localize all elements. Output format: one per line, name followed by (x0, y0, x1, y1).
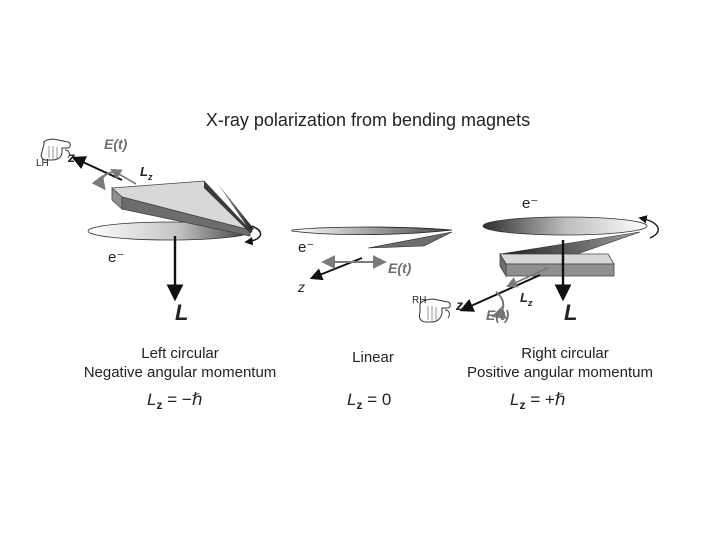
right-lz-arrow (505, 267, 549, 288)
right-rotation-arrow (638, 215, 659, 239)
right-z-arrow (459, 274, 541, 312)
right-L-label: L (564, 300, 577, 325)
left-radiation-wedge (218, 184, 254, 231)
left-lz-arrow (110, 168, 137, 185)
middle-formula-sub: z (356, 398, 362, 412)
middle-formula-symbol: L (347, 390, 356, 409)
right-orbit-disc (482, 216, 648, 236)
right-circular-illustration: RH z E(t) Lz e⁻ L (412, 195, 659, 325)
left-formula-sub: z (156, 398, 162, 412)
left-slab-end (204, 181, 250, 233)
left-electron-label: e⁻ (108, 249, 124, 266)
left-z-label: z (67, 149, 75, 165)
left-L-label: L (175, 300, 188, 325)
middle-formula: Lz = 0 (347, 390, 391, 412)
right-z-label: z (455, 297, 463, 313)
right-slab-front (505, 263, 615, 277)
right-hand-icon (418, 298, 451, 323)
left-z-arrow (71, 156, 123, 181)
left-hand-icon (40, 138, 71, 161)
right-formula-sub: z (519, 398, 525, 412)
right-slab-top (499, 253, 615, 265)
right-lz-label: Lz (520, 290, 533, 308)
right-subheading: Positive angular momentum (467, 364, 653, 381)
middle-formula-value: = 0 (362, 390, 391, 409)
middle-heading: Linear (352, 349, 394, 366)
right-e-field-curl (491, 291, 507, 320)
left-formula: Lz = −ℏ (147, 390, 203, 412)
right-electron-label: e⁻ (522, 195, 538, 212)
left-lz-label: Lz (140, 164, 153, 182)
right-heading: Right circular (521, 345, 609, 362)
middle-radiation-wedge (367, 231, 453, 249)
captions: Left circular Negative angular momentum … (84, 345, 653, 412)
right-formula-value: = +ℏ (525, 390, 565, 409)
middle-orbit-edge (291, 226, 453, 236)
right-formula: Lz = +ℏ (510, 390, 566, 412)
left-lz-symbol: L (140, 164, 148, 179)
diagram-title: X-ray polarization from bending magnets (206, 110, 530, 130)
left-rotation-arrow (244, 225, 262, 246)
right-lz-symbol: L (520, 290, 528, 305)
left-hand-label: LH (36, 158, 49, 169)
right-e-field-label: E(t) (486, 307, 510, 323)
left-lz-sub: z (147, 172, 153, 182)
left-formula-value: = −ℏ (162, 390, 202, 409)
middle-electron-label: e⁻ (298, 239, 314, 256)
right-hand-label: RH (412, 295, 426, 306)
left-e-field-label: E(t) (104, 136, 128, 152)
middle-z-label: z (297, 279, 305, 295)
right-lz-sub: z (527, 298, 533, 308)
left-subheading: Negative angular momentum (84, 364, 277, 381)
right-formula-symbol: L (510, 390, 519, 409)
middle-e-field-label: E(t) (388, 260, 412, 276)
left-slab-side (121, 196, 251, 237)
linear-illustration: e⁻ E(t) z (291, 226, 453, 295)
right-slab-side (499, 252, 507, 278)
left-formula-symbol: L (147, 390, 156, 409)
left-circular-illustration: LH z E(t) Lz e⁻ L (36, 136, 262, 325)
left-heading: Left circular (141, 345, 219, 362)
